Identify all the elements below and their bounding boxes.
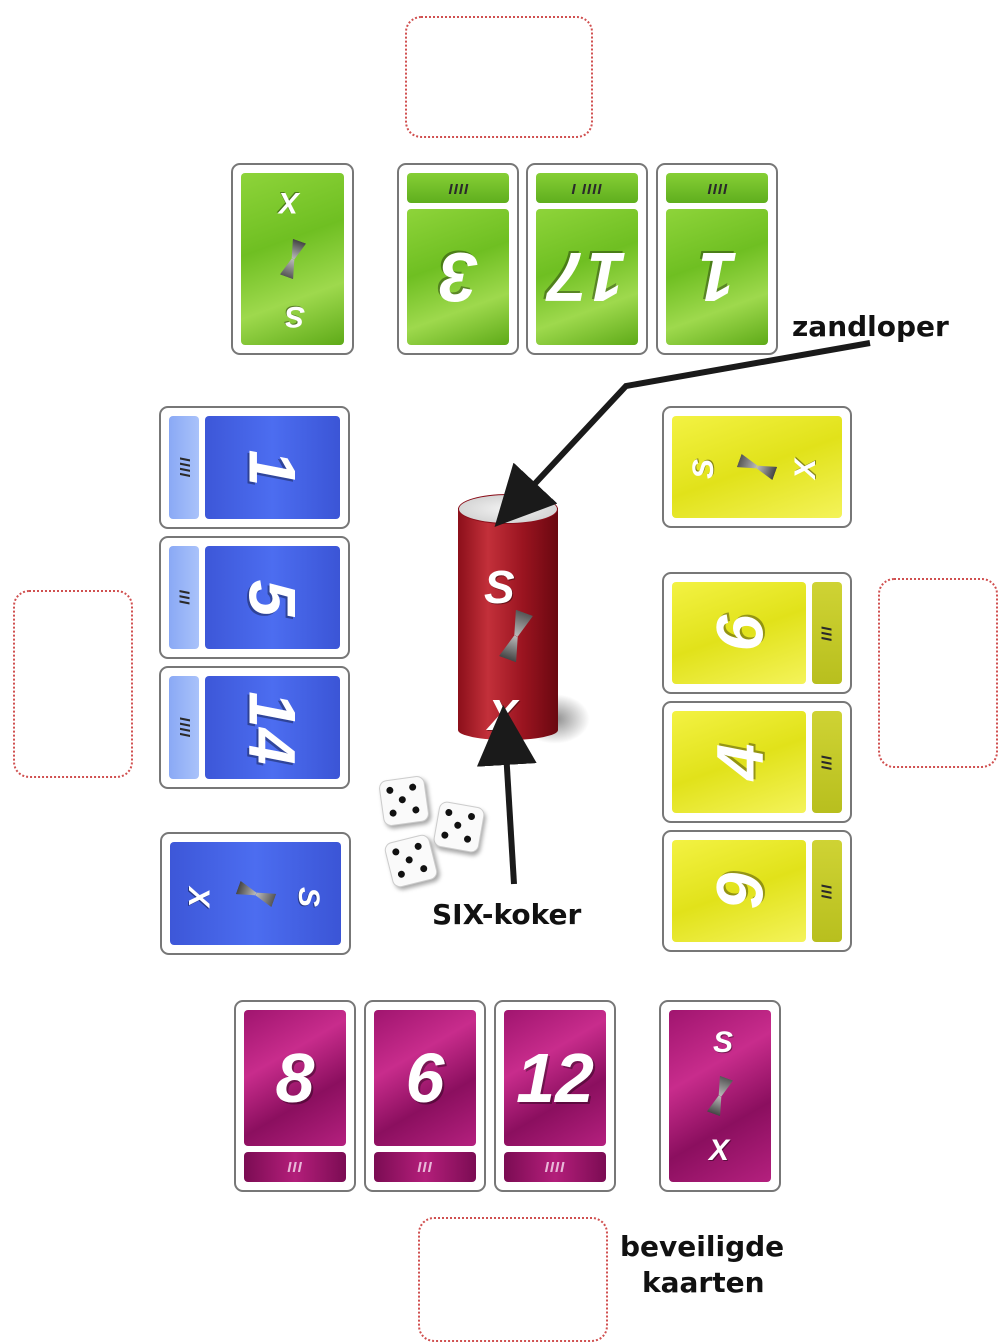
six-card-letter-x: X [279, 187, 299, 217]
purple-number-card[interactable]: 8 III [234, 1000, 356, 1192]
six-card-hourglass-icon [737, 454, 777, 480]
green-number-card[interactable]: IIII I 17 [526, 163, 648, 355]
die[interactable] [432, 800, 485, 853]
tally-marks: III [287, 1160, 303, 1175]
green-number-card[interactable]: IIII 3 [397, 163, 519, 355]
tally-marks: IIII [176, 717, 191, 738]
card-number: 8 [276, 1043, 315, 1113]
secured-slot-top[interactable] [405, 16, 593, 138]
yellow-six-card[interactable]: S X [662, 406, 852, 528]
yellow-number-card[interactable]: 6 III [662, 572, 852, 694]
secured-slot-bottom[interactable] [418, 1217, 608, 1342]
card-number: 1 [240, 449, 306, 486]
six-card-hourglass-icon [707, 1076, 733, 1116]
six-card-letter-s: S [713, 1028, 733, 1058]
six-card-letter-s: S [689, 459, 719, 479]
six-tube-opening [458, 494, 558, 524]
green-six-card[interactable]: X S [231, 163, 354, 355]
card-number: 12 [516, 1043, 594, 1113]
die[interactable] [378, 775, 430, 827]
tally-marks: III [819, 754, 834, 770]
card-number: 6 [406, 1043, 445, 1113]
card-number: 17 [548, 242, 626, 312]
six-card-letter-x: X [709, 1136, 729, 1166]
yellow-number-card[interactable]: 4 III [662, 701, 852, 823]
six-card-hourglass-icon [235, 880, 275, 906]
yellow-number-card[interactable]: 9 III [662, 830, 852, 952]
card-number: 6 [706, 615, 772, 652]
tally-marks: III [819, 625, 834, 641]
secured-slot-right[interactable] [878, 578, 998, 768]
label-secured-cards-2: kaarten [642, 1266, 765, 1300]
six-card-letter-s: S [285, 301, 305, 331]
tube-letter-x: X [488, 694, 517, 738]
six-tube-arrow [505, 735, 514, 884]
label-six-tube: SIX-koker [432, 898, 581, 932]
blue-number-card[interactable]: IIII 14 [159, 666, 350, 789]
card-number: 14 [239, 691, 305, 764]
tally-marks: III [417, 1160, 433, 1175]
blue-six-card[interactable]: X S [160, 832, 351, 955]
label-hourglass: zandloper [792, 310, 949, 344]
card-number: 1 [698, 242, 737, 312]
label-secured-cards-1: beveiligde [620, 1230, 784, 1264]
blue-number-card[interactable]: IIII 1 [159, 406, 350, 529]
six-card-letter-x: X [791, 459, 821, 479]
six-card-hourglass-icon [279, 239, 305, 279]
tally-marks: IIII [448, 181, 469, 196]
tally-marks: IIII [707, 181, 728, 196]
tally-marks: IIII I [571, 181, 602, 196]
tube-letter-s: S [484, 564, 515, 610]
green-number-card[interactable]: IIII 1 [656, 163, 778, 355]
tally-marks: III [819, 883, 834, 899]
secured-slot-left[interactable] [13, 590, 133, 778]
card-number: 9 [706, 873, 772, 910]
tally-marks: IIII [176, 457, 191, 478]
card-number: 5 [240, 579, 306, 616]
card-number: 4 [706, 744, 772, 781]
purple-number-card[interactable]: 12 IIII [494, 1000, 616, 1192]
six-card-letter-s: S [293, 887, 323, 907]
tally-marks: IIII [545, 1160, 566, 1175]
tally-marks: III [176, 590, 191, 606]
card-number: 3 [439, 242, 478, 312]
purple-number-card[interactable]: 6 III [364, 1000, 486, 1192]
six-tube[interactable]: S X [458, 494, 558, 748]
purple-six-card[interactable]: S X [659, 1000, 781, 1192]
die[interactable] [383, 833, 439, 889]
six-card-letter-x: X [183, 887, 213, 907]
blue-number-card[interactable]: III 5 [159, 536, 350, 659]
